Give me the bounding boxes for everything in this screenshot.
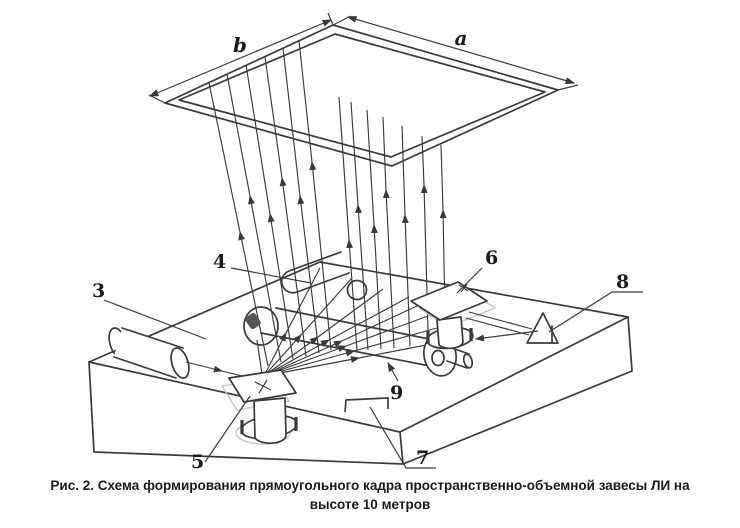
part-label-4: 4 xyxy=(213,251,226,273)
leader-6 xyxy=(456,267,483,294)
part-label-7: 7 xyxy=(416,447,429,469)
fan-ray xyxy=(263,267,321,377)
dimension-b: b xyxy=(148,12,334,104)
laser-ray xyxy=(420,135,429,331)
dimension-b-arrow xyxy=(148,19,333,97)
part-label-3: 3 xyxy=(92,280,105,302)
laser-ray xyxy=(338,96,358,352)
dimension-a-label: a xyxy=(455,26,468,50)
laser-ray xyxy=(282,47,320,354)
part-label-6: 6 xyxy=(485,247,498,269)
prism-body xyxy=(526,312,559,344)
extension-tick xyxy=(148,94,166,104)
frame-window-tab xyxy=(344,397,389,413)
extension-tick xyxy=(557,84,579,91)
figure-caption: Рис. 2. Схема формирования прямоугольног… xyxy=(0,476,740,514)
mirror-to-lens-link xyxy=(256,339,263,375)
laser-body xyxy=(114,328,183,378)
laser-ray xyxy=(366,109,382,350)
expander-outline xyxy=(280,251,350,294)
lens-left-disc xyxy=(243,306,279,346)
scan-mirror-6 xyxy=(410,281,497,350)
leader-5 xyxy=(204,395,251,463)
beam-expander-4 xyxy=(280,251,368,301)
scan-mirror-5 xyxy=(220,369,298,445)
extension-tick xyxy=(327,12,334,26)
laser-body-outline xyxy=(113,327,184,379)
lens-shaft-cap xyxy=(462,353,474,369)
laser-ray xyxy=(350,101,369,351)
caption-line-1: Рис. 2. Схема формирования прямоугольног… xyxy=(50,478,690,493)
part-label-9: 9 xyxy=(390,382,403,404)
plane-outer-edge xyxy=(164,24,559,167)
beam-from-prism xyxy=(474,330,539,342)
fan-ray xyxy=(263,315,429,377)
dimension-a-arrow xyxy=(346,15,576,85)
laser-ray xyxy=(382,116,395,349)
leader-7 xyxy=(369,406,436,469)
caption-line-2: высоте 10 метров xyxy=(309,497,431,512)
mirror6-plate xyxy=(410,281,488,321)
fan-ray xyxy=(263,340,448,377)
laser-ray xyxy=(298,40,332,351)
leader-9-arrow xyxy=(387,361,399,382)
dimension-a: a xyxy=(332,15,579,91)
mirror6-post xyxy=(436,316,464,350)
beam-to-prism xyxy=(465,311,533,336)
fan-ray xyxy=(263,288,384,377)
laser-ray xyxy=(226,73,282,363)
lens-body xyxy=(260,307,435,367)
mirror5-post xyxy=(253,397,287,445)
mirror5-cross-mark xyxy=(254,379,272,394)
fan-ray xyxy=(263,296,410,377)
laser-ray xyxy=(439,144,447,318)
part-labels: 3 4 5 6 7 8 9 xyxy=(92,247,643,473)
laser-ray xyxy=(401,125,411,347)
target-plane xyxy=(164,24,559,167)
leader-8 xyxy=(548,291,643,333)
expander-lens xyxy=(346,279,368,301)
laser-front-cap xyxy=(170,347,190,379)
part-label-5: 5 xyxy=(191,451,204,473)
leader-4 xyxy=(230,267,312,284)
leader-3 xyxy=(103,299,207,340)
mirror6-cross-mark xyxy=(458,283,469,293)
lens-right-hub xyxy=(431,349,445,367)
laser-ray xyxy=(264,56,307,357)
fan-ray xyxy=(263,277,353,377)
fan-ray xyxy=(263,304,420,377)
lens-left-knob xyxy=(245,313,261,329)
dimension-b-label: b xyxy=(233,33,247,57)
part-label-8: 8 xyxy=(616,271,629,293)
prism-8 xyxy=(465,311,559,344)
